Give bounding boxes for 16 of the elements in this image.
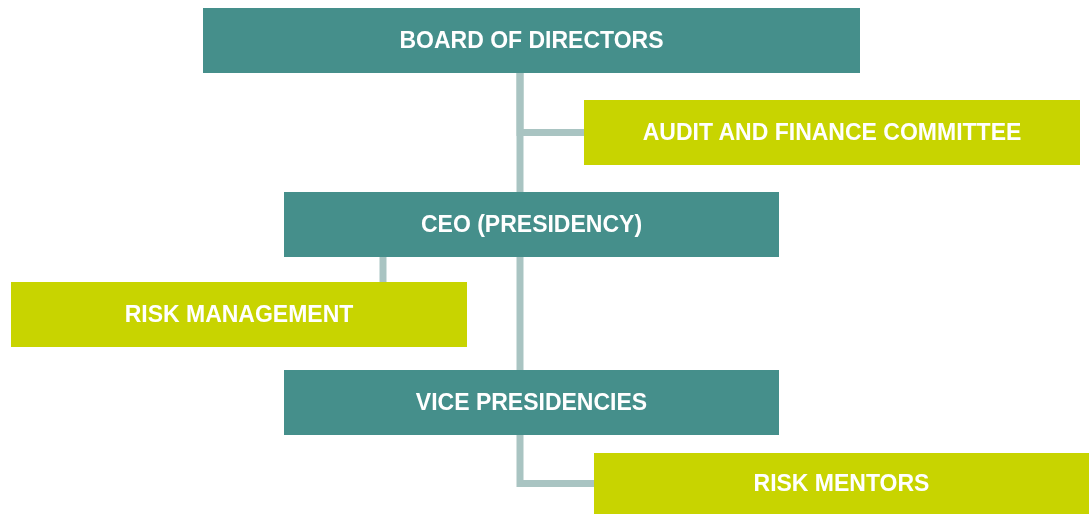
box-label: BOARD OF DIRECTORS bbox=[399, 27, 664, 54]
connector-line bbox=[516, 73, 584, 136]
connector-line bbox=[516, 257, 524, 370]
org-box bbox=[11, 282, 467, 347]
org-box bbox=[203, 8, 860, 73]
box-label: CEO (PRESIDENCY) bbox=[420, 211, 643, 238]
box-label: RISK MANAGEMENT bbox=[124, 301, 354, 328]
org-box bbox=[594, 453, 1089, 514]
connector-line bbox=[379, 257, 387, 282]
box-label: AUDIT AND FINANCE COMMITTEE bbox=[642, 119, 1022, 146]
box-label: VICE PRESIDENCIES bbox=[415, 389, 648, 416]
org-box bbox=[284, 370, 779, 435]
box-label: RISK MENTORS bbox=[753, 470, 930, 497]
connector-line bbox=[516, 435, 594, 487]
org-box bbox=[284, 192, 779, 257]
org-box bbox=[584, 100, 1080, 165]
